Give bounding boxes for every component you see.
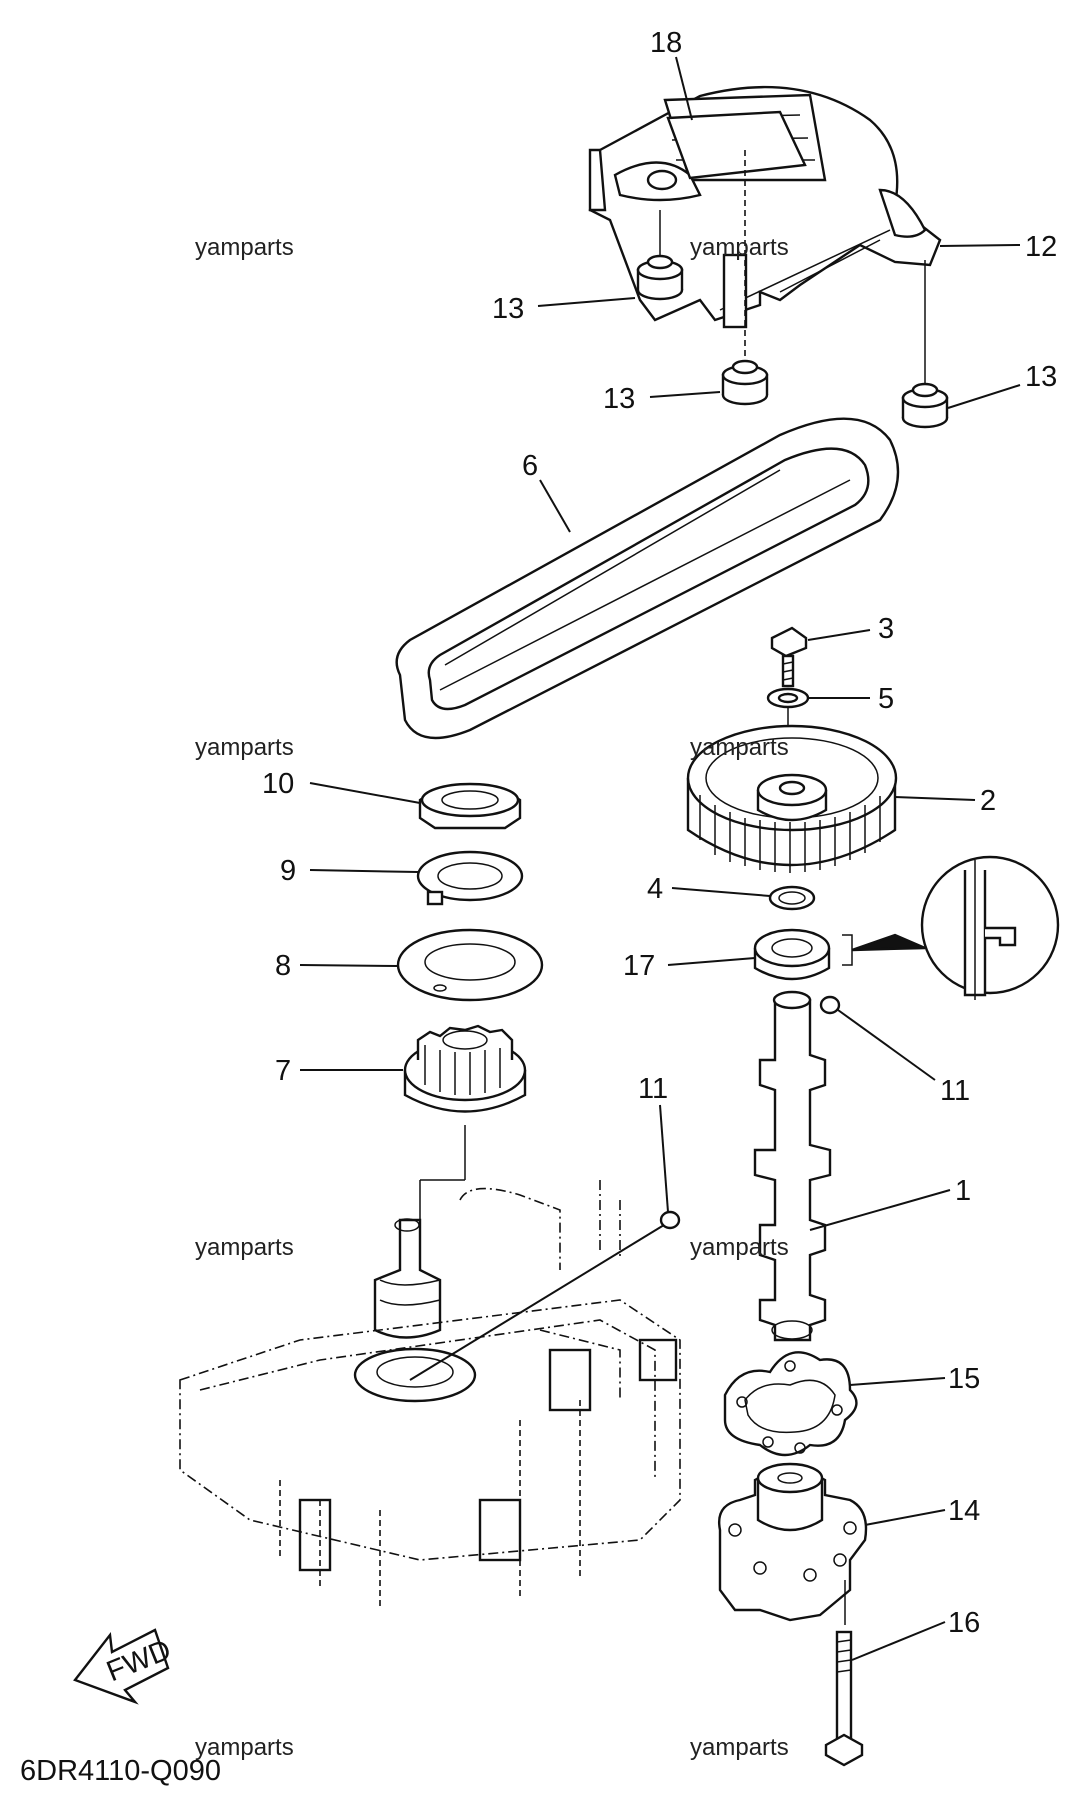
oil-seal-part-17[interactable] xyxy=(753,928,926,981)
watermark: yamparts xyxy=(195,1734,294,1761)
watermark: yamparts xyxy=(195,234,294,261)
callout-9: 9 xyxy=(280,855,296,887)
callout-10: 10 xyxy=(262,768,294,800)
drive-gear-part-7[interactable] xyxy=(403,1024,527,1220)
leader-lines xyxy=(299,56,1021,1661)
oil-seal-detail-circle xyxy=(920,855,1060,1000)
callout-13-left: 13 xyxy=(492,293,524,325)
grommet-part-13-right[interactable] xyxy=(901,260,949,429)
callout-8: 8 xyxy=(275,950,291,982)
callout-18: 18 xyxy=(650,27,682,59)
camshaft-part-1[interactable] xyxy=(753,990,832,1342)
callout-6: 6 xyxy=(522,450,538,482)
grommet-part-13-center[interactable] xyxy=(721,150,769,406)
callout-11-right: 11 xyxy=(940,1075,970,1107)
dowel-pin-part-11-right[interactable] xyxy=(819,995,936,1081)
watermark: yamparts xyxy=(690,234,789,261)
watermark: yamparts xyxy=(690,734,789,761)
timing-belt-part-6[interactable] xyxy=(395,417,900,740)
callout-2: 2 xyxy=(980,785,996,817)
o-ring-part-4[interactable] xyxy=(768,885,816,911)
callout-12: 12 xyxy=(1025,231,1057,263)
grommet-part-13-left[interactable] xyxy=(636,210,684,301)
watermark: yamparts xyxy=(195,1234,294,1261)
callout-3: 3 xyxy=(878,613,894,645)
callout-7: 7 xyxy=(275,1055,291,1087)
nut-part-10[interactable] xyxy=(418,782,522,830)
callout-4: 4 xyxy=(647,873,663,905)
callout-11-left: 11 xyxy=(638,1073,668,1105)
watermark: yamparts xyxy=(690,1734,789,1761)
oil-pump-part-14[interactable] xyxy=(718,1462,868,1625)
watermark: yamparts xyxy=(690,1234,789,1261)
callout-13-center: 13 xyxy=(603,383,635,415)
callout-5: 5 xyxy=(878,683,894,715)
callout-14: 14 xyxy=(948,1495,980,1527)
bolt-part-3[interactable] xyxy=(770,626,808,688)
gasket-part-15[interactable] xyxy=(723,1351,858,1457)
callout-13-right: 13 xyxy=(1025,361,1057,393)
diagram-code: 6DR4110-Q090 xyxy=(20,1755,221,1787)
callout-16: 16 xyxy=(948,1607,980,1639)
crankcase-phantom xyxy=(179,1180,681,1610)
callout-17: 17 xyxy=(623,950,655,982)
callout-1: 1 xyxy=(955,1175,971,1207)
lock-washer-part-9[interactable] xyxy=(416,850,524,906)
plate-part-8[interactable] xyxy=(396,928,544,1002)
callout-15: 15 xyxy=(948,1363,980,1395)
label-plate-part-18[interactable] xyxy=(666,110,807,180)
watermark: yamparts xyxy=(195,734,294,761)
camshaft-pulley-part-2[interactable] xyxy=(686,724,898,873)
bolt-part-16[interactable] xyxy=(824,1630,864,1767)
fwd-arrow-icon: FWD xyxy=(73,1628,175,1705)
